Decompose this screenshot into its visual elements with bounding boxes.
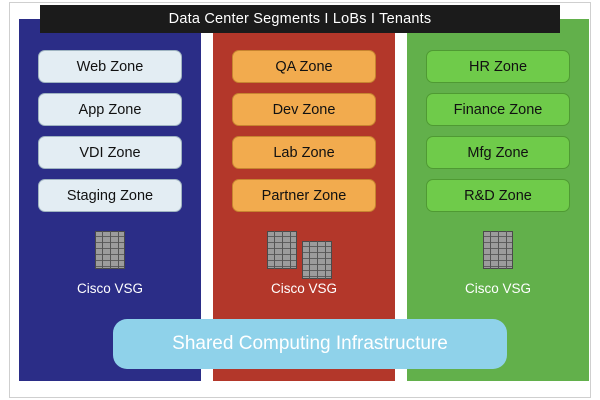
- firewall-brick-icon: [95, 231, 125, 269]
- zone-box[interactable]: Staging Zone: [38, 179, 182, 212]
- zone-box[interactable]: Finance Zone: [426, 93, 570, 126]
- diagram-title: Data Center Segments I LoBs I Tenants: [40, 5, 560, 33]
- zone-box[interactable]: Mfg Zone: [426, 136, 570, 169]
- diagram-frame: Web Zone App Zone VDI Zone Staging Zone …: [9, 2, 591, 398]
- appliance-label: Cisco VSG: [464, 281, 532, 296]
- appliance-label: Cisco VSG: [270, 281, 338, 296]
- diagram-bottom-strip: [19, 381, 590, 397]
- firewall-brick-icon: [267, 231, 298, 269]
- zone-box[interactable]: HR Zone: [426, 50, 570, 83]
- zone-box[interactable]: R&D Zone: [426, 179, 570, 212]
- zone-box[interactable]: Lab Zone: [232, 136, 376, 169]
- zone-box[interactable]: Dev Zone: [232, 93, 376, 126]
- zone-box[interactable]: App Zone: [38, 93, 182, 126]
- zone-box[interactable]: Partner Zone: [232, 179, 376, 212]
- firewall-brick-icon: [301, 241, 332, 279]
- appliance-label: Cisco VSG: [76, 281, 144, 296]
- right-margin: [591, 0, 600, 400]
- zone-box[interactable]: QA Zone: [232, 50, 376, 83]
- shared-infrastructure-bar: Shared Computing Infrastructure: [113, 319, 507, 369]
- zone-box[interactable]: Web Zone: [38, 50, 182, 83]
- segment-column-blue: Web Zone App Zone VDI Zone Staging Zone …: [19, 19, 201, 397]
- zone-box[interactable]: VDI Zone: [38, 136, 182, 169]
- segment-column-green: HR Zone Finance Zone Mfg Zone R&D Zone C…: [407, 19, 589, 397]
- firewall-brick-icon: [483, 231, 513, 269]
- left-margin: [0, 0, 9, 400]
